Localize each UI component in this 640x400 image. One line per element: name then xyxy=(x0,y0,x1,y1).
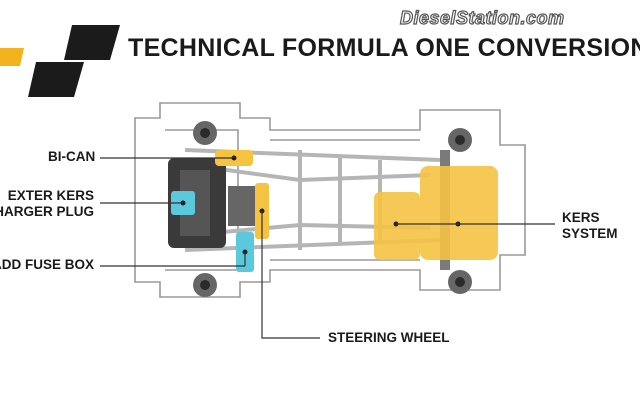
charger-plug-component xyxy=(171,191,195,215)
label-kers-system: KERS SYSTEM xyxy=(562,210,618,242)
label-kers-line2: SYSTEM xyxy=(562,226,618,241)
kers-system-component xyxy=(374,166,498,260)
label-bi-can: BI-CAN xyxy=(48,149,96,164)
bi-can-component xyxy=(215,150,253,166)
page-title: TECHNICAL FORMULA ONE CONVERSION xyxy=(128,34,640,62)
label-charger-plug: EXTER KERS CHARGER PLUG xyxy=(0,188,94,220)
leader-lines xyxy=(100,157,555,339)
label-charger-plug-line1: EXTER KERS xyxy=(7,188,94,203)
label-steering-wheel: STEERING WHEEL xyxy=(328,330,450,345)
label-charger-plug-line2: CHARGER PLUG xyxy=(0,204,94,219)
watermark-logo: DieselStation.com xyxy=(399,7,565,28)
label-kers-line1: KERS xyxy=(562,210,600,225)
logo-icon xyxy=(0,25,120,97)
label-fuse-box: ADD FUSE BOX xyxy=(0,257,94,272)
